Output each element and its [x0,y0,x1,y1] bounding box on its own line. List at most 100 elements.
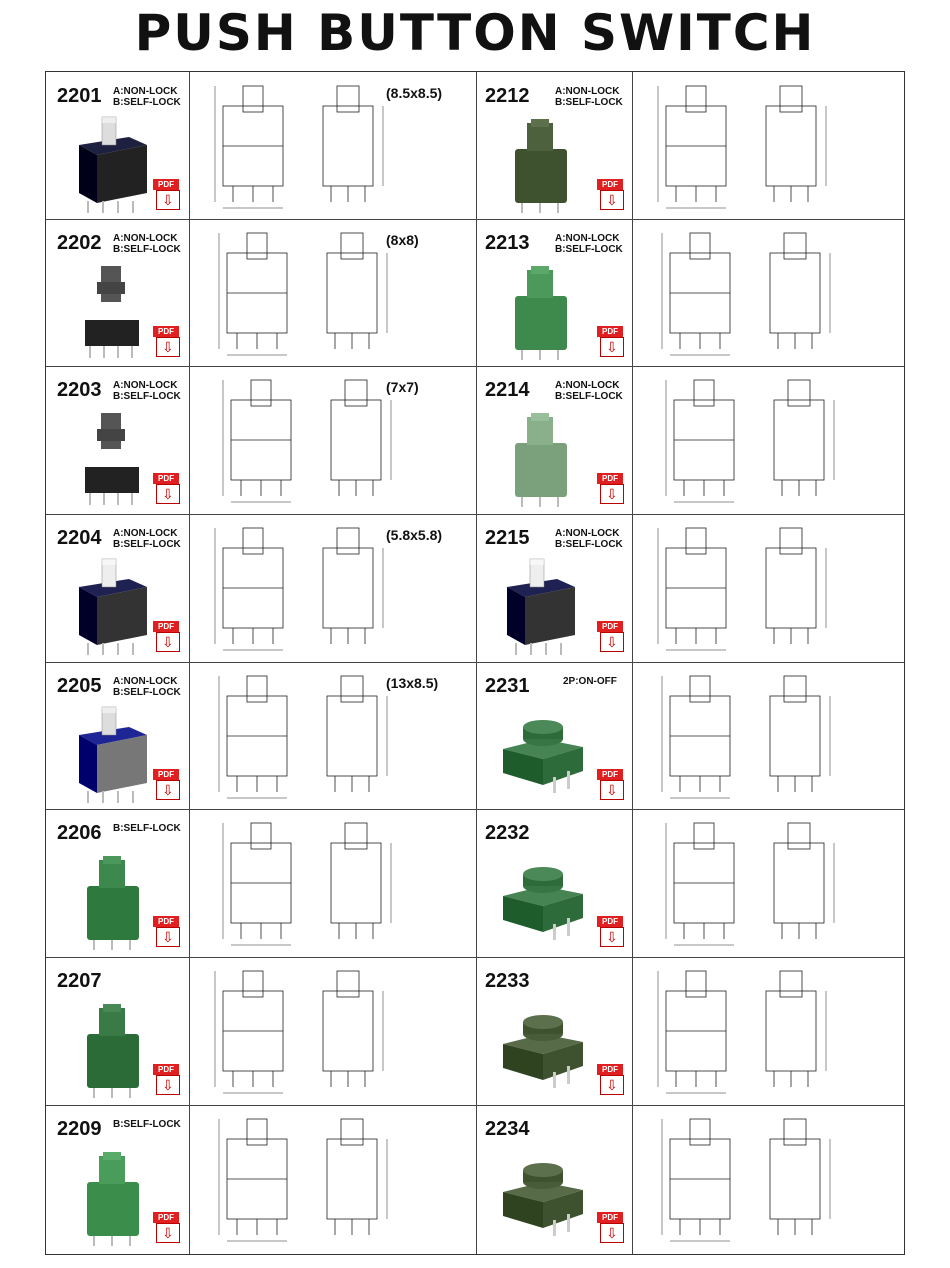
size-label: (5.8x5.8) [386,527,443,543]
product-code: 2203 [57,379,102,401]
switch-photo [507,558,575,655]
right-drawing-cell [631,956,905,1103]
pdf-download-icon[interactable]: PDF⇩ [153,473,183,507]
dimension-drawing [665,379,835,503]
switch-photo [515,266,567,360]
pdf-download-icon[interactable]: PDF ⇩ [153,621,183,655]
pdf-label: PDF [597,916,623,927]
pdf-document-icon [600,1223,624,1243]
size-label: (8.5x8.5) [386,85,443,101]
pdf-label: PDF [153,1212,179,1223]
product-code: 2212 [485,85,530,107]
lock-type: B:SELF-LOCK [113,823,181,834]
pdf-label: PDF [153,473,179,484]
product-grid [45,71,905,1255]
download-arrow-icon: ⇩ [162,929,174,945]
lock-type-a: A:NON-LOCK [113,380,178,391]
switch-photo [79,706,147,803]
dimension-drawing [214,85,384,209]
pdf-document-icon [156,927,180,947]
product-code: 2234 [485,1118,530,1140]
pdf-download-icon[interactable]: PDF⇩ [153,916,183,950]
switch-photo [503,720,583,793]
pdf-document-icon [156,1223,180,1243]
download-arrow-icon: ⇩ [606,339,618,355]
pdf-document-icon [156,484,180,504]
pdf-label: PDF [597,179,623,190]
pdf-download-icon[interactable]: PDF⇩ [153,1212,183,1246]
switch-photo [503,867,583,940]
pdf-download-icon[interactable]: PDF⇩ [597,621,627,655]
pdf-download-icon[interactable]: PDF⇩ [597,769,627,803]
switch-photo [503,1015,583,1088]
switch-photo [79,116,147,213]
left-drawing-cell [188,956,475,1103]
download-arrow-icon: ⇩ [162,782,174,798]
size-label: (13x8.5) [386,675,439,691]
lock-type-a: A:NON-LOCK [113,528,178,539]
pdf-download-icon[interactable]: PDF⇩ [597,1212,627,1246]
product-code: 2209 [57,1118,102,1140]
pdf-label: PDF [153,621,179,632]
left-drawing-cell: (5.8x5.8) [188,513,475,660]
pdf-download-icon[interactable]: PDF ⇩ [597,326,627,360]
dimension-drawing [218,675,388,799]
dimension-drawing [218,232,388,356]
pdf-download-icon[interactable]: PDF⇩ [153,1064,183,1098]
pdf-document-icon [600,1075,624,1095]
pdf-document-icon [600,337,624,357]
product-code: 2214 [485,379,530,401]
pdf-label: PDF [597,473,623,484]
lock-type-b: B:SELF-LOCK [555,539,623,550]
dimension-drawing [657,85,827,209]
pdf-download-icon[interactable]: PDF ⇩ [597,473,627,507]
pdf-download-icon[interactable]: PDF ⇩ [153,769,183,803]
lock-type-a: 2P:ON-OFF [563,676,617,687]
pdf-download-icon[interactable]: PDF⇩ [597,179,627,213]
product-code: 2207 [57,970,102,992]
pdf-label: PDF [597,769,623,780]
pdf-download-icon[interactable]: PDF⇩ [153,179,183,213]
pdf-document-icon [600,927,624,947]
pdf-document-icon [600,484,624,504]
pdf-document-icon [600,780,624,800]
download-arrow-icon: ⇩ [162,339,174,355]
download-arrow-icon: ⇩ [162,634,174,650]
lock-type-a: B:SELF-LOCK [113,1119,181,1130]
switch-photo [79,558,147,655]
lock-type-b: B:SELF-LOCK [113,539,181,550]
pdf-label: PDF [597,1212,623,1223]
pdf-label: PDF [597,326,623,337]
lock-type-a: A:NON-LOCK [555,528,620,539]
left-photo-cell: 2209 B:SELF-LOCK PDF⇩ [45,1104,188,1251]
product-code: 2204 [57,527,102,549]
dimension-drawing [661,1118,831,1242]
pdf-download-icon[interactable]: PDF⇩ [153,326,183,360]
dimension-drawing [222,379,392,503]
switch-photo [85,413,139,505]
download-arrow-icon: ⇩ [606,929,618,945]
download-arrow-icon: ⇩ [606,1077,618,1093]
lock-type-b: B:SELF-LOCK [113,244,181,255]
left-drawing-cell: (13x8.5) [188,661,475,808]
download-arrow-icon: ⇩ [606,486,618,502]
lock-type-a: A:NON-LOCK [555,86,620,97]
pdf-download-icon[interactable]: PDF⇩ [597,1064,627,1098]
lock-type: B:SELF-LOCK [113,1119,181,1130]
pdf-download-icon[interactable]: PDF ⇩ [597,916,627,950]
switch-photo [87,1152,139,1246]
pdf-label: PDF [153,769,179,780]
product-code: 2206 [57,822,102,844]
lock-type-a: A:NON-LOCK [113,233,178,244]
